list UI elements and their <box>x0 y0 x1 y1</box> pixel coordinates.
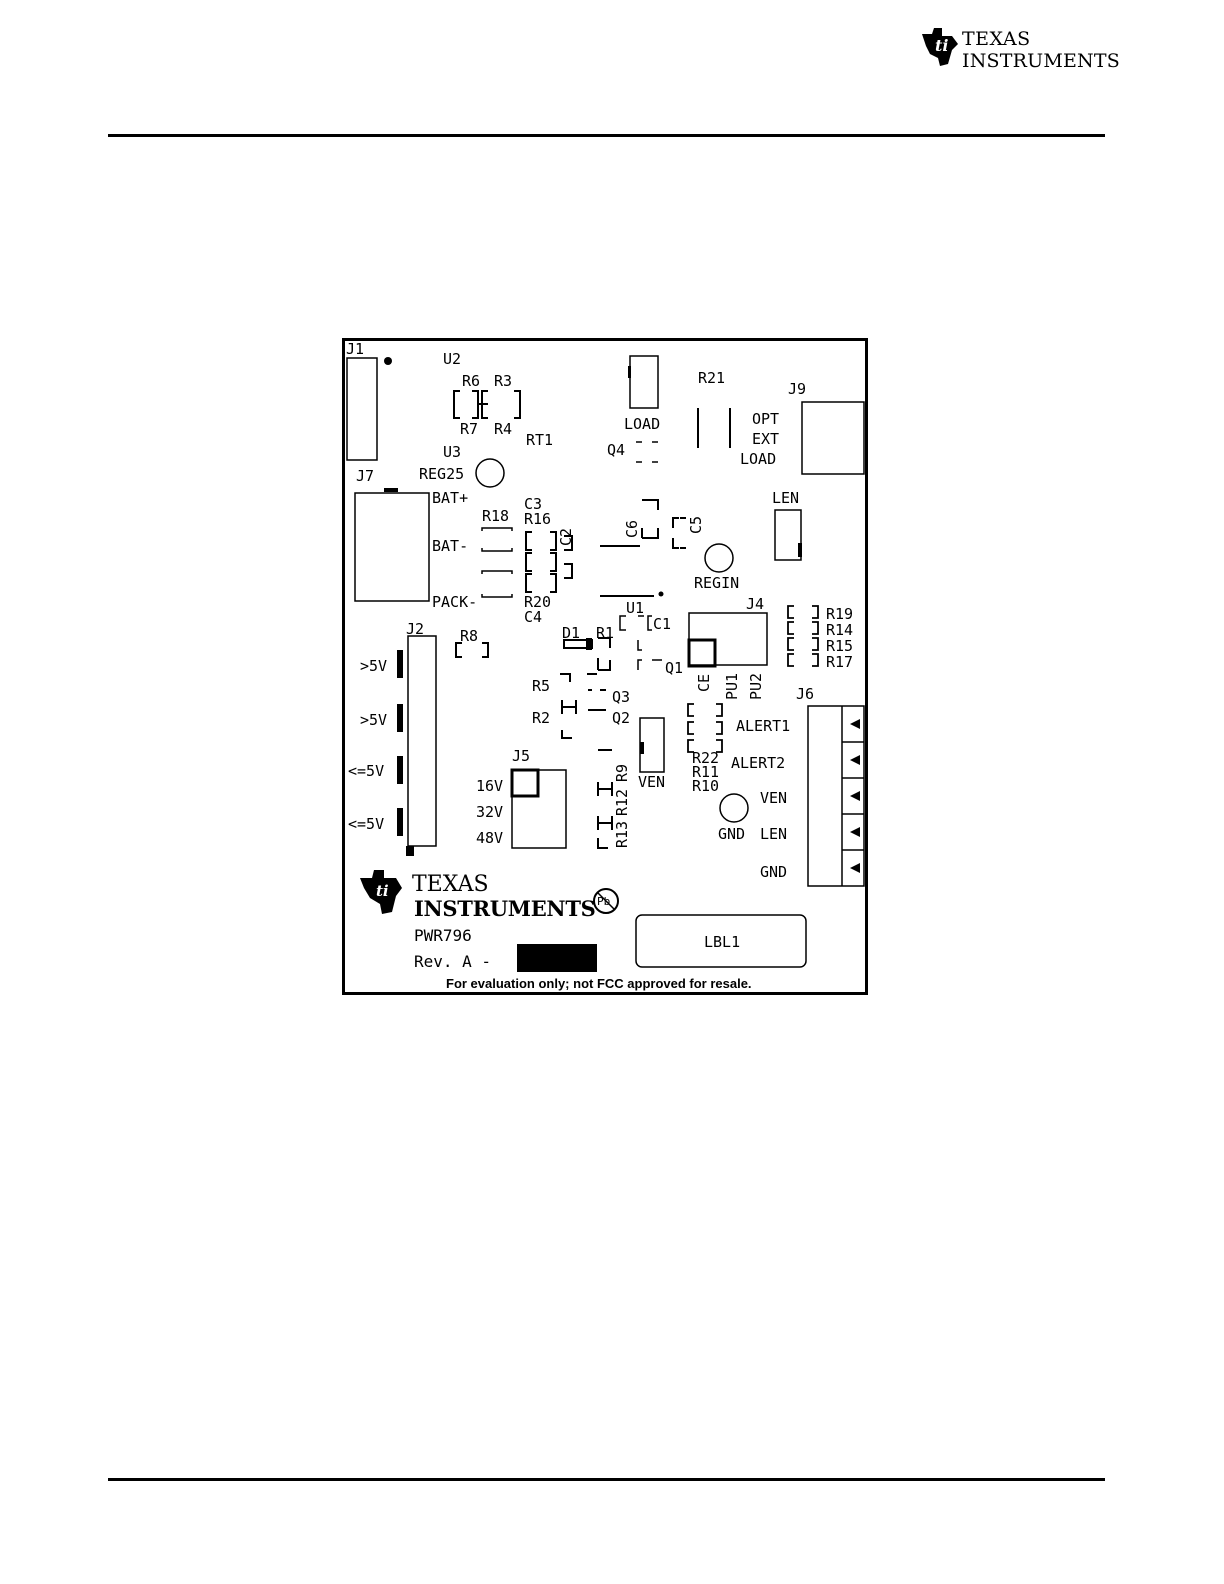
lbl1-label: LBL1 <box>704 933 741 951</box>
r11-label: R11 <box>692 763 720 781</box>
ven-terminal-label: VEN <box>760 789 788 807</box>
revision-label: Rev. A - <box>414 952 492 971</box>
ven-jumper-label: VEN <box>638 773 666 791</box>
len-terminal-label: LEN <box>760 825 788 843</box>
brand-texas: TEXAS <box>962 28 1031 50</box>
c3-label: C3 <box>524 495 543 513</box>
r17-label: R17 <box>826 653 854 671</box>
48v-label: 48V <box>476 829 504 847</box>
j7-label: J7 <box>356 467 375 485</box>
r14-label: R14 <box>826 621 854 639</box>
r6-label: R6 <box>462 372 481 390</box>
alert1-label: ALERT1 <box>736 717 791 735</box>
j1-label: J1 <box>346 340 365 358</box>
pb-free-mark: Pb <box>597 895 611 908</box>
ext-load-label: LOAD <box>740 450 777 468</box>
pu2-label: PU2 <box>747 672 765 700</box>
r10-label: R10 <box>692 777 720 795</box>
header-rule <box>108 134 1105 137</box>
j5-label: J5 <box>512 747 531 765</box>
r8-label: R8 <box>460 627 479 645</box>
r13-label: R13 <box>613 820 631 848</box>
pcb-silkscreen-figure: ti J1 U2 R6 R3 R7 R4 RT1 U3 REG25 J7 BAT… <box>342 338 868 995</box>
c1-label: C1 <box>653 615 672 633</box>
r7-label: R7 <box>460 420 479 438</box>
svg-text:ti: ti <box>935 36 948 55</box>
ext-label: EXT <box>752 430 780 448</box>
ti-state-icon <box>360 870 402 914</box>
r4-label: R4 <box>494 420 513 438</box>
load-label: LOAD <box>624 415 661 433</box>
fcc-footnote: For evaluation only; not FCC approved fo… <box>446 976 752 991</box>
r3-label: R3 <box>494 372 513 390</box>
r22-label: R22 <box>692 749 720 767</box>
u1-label: U1 <box>626 599 645 617</box>
u3-label: U3 <box>443 443 462 461</box>
ce-label: CE <box>695 673 713 692</box>
svg-text:ti: ti <box>376 882 389 900</box>
len-jumper-label: LEN <box>772 489 800 507</box>
pu1-label: PU1 <box>723 672 741 700</box>
j4-label: J4 <box>746 595 765 613</box>
16v-label: 16V <box>476 777 504 795</box>
gt5v-label-1: >5V <box>360 657 388 675</box>
u2-label: U2 <box>443 350 462 368</box>
pcb-outline-graphics: ti <box>342 338 868 995</box>
board-brand-texas: TEXAS <box>412 872 489 897</box>
footer-rule <box>108 1478 1105 1481</box>
q4-label: Q4 <box>607 441 626 459</box>
q3-label: Q3 <box>612 688 631 706</box>
c5-label: C5 <box>687 515 705 534</box>
j9-label: J9 <box>788 380 807 398</box>
r19-label: R19 <box>826 605 854 623</box>
r1-label: R1 <box>596 624 615 642</box>
regin-label: REGIN <box>694 574 740 592</box>
r12-label: R12 <box>613 788 631 816</box>
le5v-label-1: <=5V <box>348 762 385 780</box>
opt-label: OPT <box>752 410 780 428</box>
le5v-label-2: <=5V <box>348 815 385 833</box>
gnd-terminal-label: GND <box>760 863 788 881</box>
gnd-testpoint-label: GND <box>718 825 746 843</box>
r18-label: R18 <box>482 507 510 525</box>
gt5v-label-2: >5V <box>360 711 388 729</box>
j6-label: J6 <box>796 685 815 703</box>
32v-label: 32V <box>476 803 504 821</box>
alert2-label: ALERT2 <box>731 754 786 772</box>
q1-label: Q1 <box>665 659 684 677</box>
r2-label: R2 <box>532 709 551 727</box>
c2-label: C2 <box>557 527 575 546</box>
brand-instruments: INSTRUMENTS <box>962 50 1120 72</box>
rt1-label: RT1 <box>526 431 554 449</box>
d1-label: D1 <box>562 624 581 642</box>
q2-label: Q2 <box>612 709 631 727</box>
r15-label: R15 <box>826 637 854 655</box>
r20-label: R20 <box>524 593 552 611</box>
pack-minus-label: PACK- <box>432 593 478 611</box>
bat-minus-label: BAT- <box>432 537 469 555</box>
ti-state-icon: ti <box>922 28 958 66</box>
j2-label: J2 <box>406 620 425 638</box>
c4-label: C4 <box>524 608 543 626</box>
board-brand-instruments: INSTRUMENTS <box>414 896 596 921</box>
r9-label: R9 <box>613 763 631 782</box>
reg25-label: REG25 <box>419 465 465 483</box>
r16-label: R16 <box>524 510 552 528</box>
part-number-label: PWR796 <box>414 926 472 945</box>
c6-label: C6 <box>623 519 641 538</box>
texas-instruments-logo: ti TEXAS INSTRUMENTS <box>918 24 1120 72</box>
bat-plus-label: BAT+ <box>432 489 469 507</box>
r21-label: R21 <box>698 369 726 387</box>
r5-label: R5 <box>532 677 551 695</box>
